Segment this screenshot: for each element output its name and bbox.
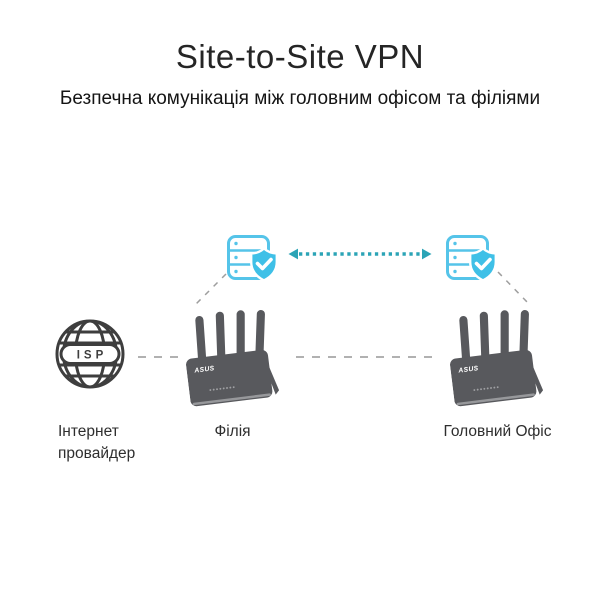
secure-server-shield-icon: [446, 235, 500, 288]
branch-label: Філія: [214, 423, 251, 440]
page-title: Site-to-Site VPN: [175, 38, 425, 75]
headquarters-label: Головний Офіс: [443, 423, 552, 440]
globe-isp-icon: ISP: [54, 318, 126, 395]
page-subtitle: Безпечна комунікація між головним офісом…: [59, 88, 541, 109]
secure-server-shield-icon: [227, 235, 281, 288]
double-headed-dashed-arrow-icon: [288, 248, 432, 260]
isp-label: Інтернет провайдер: [58, 421, 135, 465]
dashed-diagonal-right: [497, 271, 530, 305]
isp-label-line1: Інтернет: [58, 423, 119, 440]
isp-label-line2: провайдер: [58, 445, 136, 462]
wifi-router-icon: ASUS: [186, 309, 283, 416]
asus-logo: ASUS: [457, 365, 479, 375]
isp-badge-label: ISP: [77, 350, 108, 362]
dashed-diagonal-left: [195, 273, 227, 305]
asus-logo: ASUS: [193, 365, 215, 375]
wifi-router-icon: ASUS: [450, 309, 547, 416]
